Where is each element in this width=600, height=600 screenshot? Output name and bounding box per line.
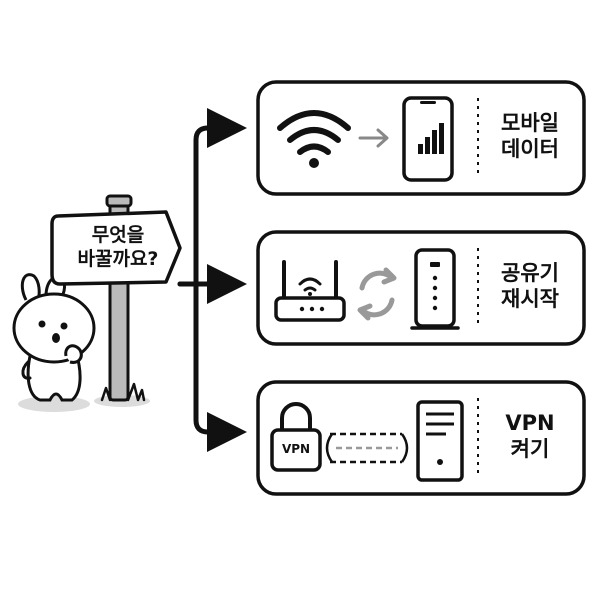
padlock-icon	[270, 402, 322, 472]
character-mascot	[12, 273, 96, 412]
signboard-text: 무엇을 바꿀까요?	[62, 224, 174, 272]
router-icon	[274, 260, 346, 322]
character-hand	[64, 344, 83, 364]
signpost-cap	[105, 194, 133, 208]
character-shadow	[18, 396, 90, 412]
option-label-vpn: VPN 켜기	[480, 410, 580, 463]
character-mouth	[52, 333, 60, 343]
character-arm	[21, 360, 32, 380]
grass-tuft-icon	[100, 382, 146, 402]
option-label-line-2: 재시작	[501, 287, 559, 312]
branch-connector	[177, 108, 247, 452]
character-eye-right	[60, 322, 68, 330]
signboard	[50, 210, 182, 286]
character-body	[26, 350, 82, 402]
option-label-router-restart: 공유기 재시작	[480, 260, 580, 313]
option-label-line-1: 모바일	[501, 111, 559, 135]
signboard-line-1: 무엇을	[91, 224, 145, 246]
option-label-line-2: 켜기	[510, 437, 550, 462]
arrow-right-icon	[358, 128, 389, 148]
wifi-icon	[277, 110, 351, 168]
branch-line-bottom	[193, 281, 247, 452]
option-label-line-1: 공유기	[501, 261, 559, 285]
padlock-label: VPN	[281, 442, 311, 456]
signpost	[50, 194, 182, 407]
signboard-line-2: 바꿀까요?	[77, 247, 159, 270]
option-label-line-2: 데이터	[501, 137, 559, 162]
option-label-mobile-data: 모바일 데이터	[480, 110, 580, 163]
character-eye-left	[38, 320, 46, 328]
smartphone-signal-icon	[402, 96, 454, 182]
branch-line-top	[177, 108, 247, 287]
vpn-tunnel-icon	[325, 432, 409, 464]
modem-icon	[410, 248, 460, 330]
character-ear-left	[20, 273, 41, 301]
refresh-icon	[357, 267, 397, 321]
option-label-line-1: VPN	[505, 411, 555, 435]
server-icon	[416, 400, 464, 482]
